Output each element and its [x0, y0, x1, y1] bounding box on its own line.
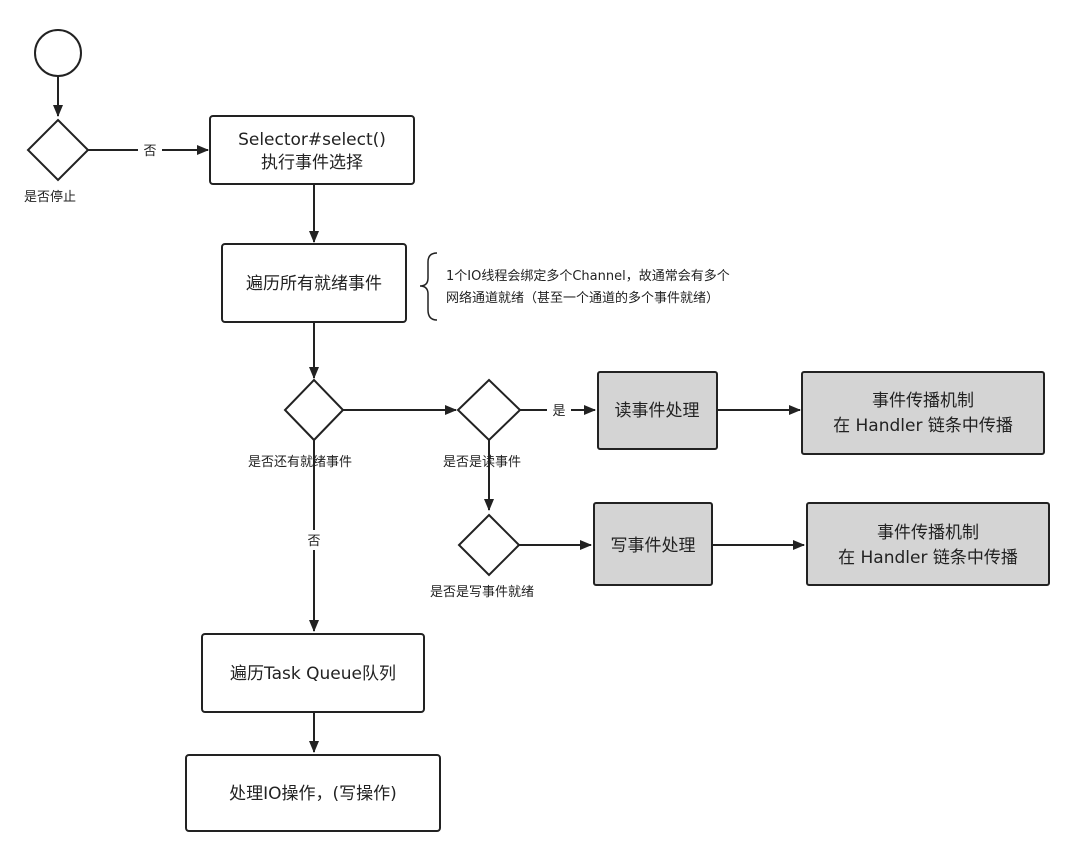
node-write-process	[593, 502, 713, 586]
note-brace	[419, 252, 438, 321]
node-task-queue-text: 遍历Task Queue队列	[230, 664, 396, 684]
edge-label-yes-read-bg	[547, 401, 571, 419]
edge-label-no-select: 否	[143, 144, 156, 159]
decision-stop	[26, 118, 90, 182]
decision-is-read	[456, 378, 522, 442]
node-write-propagate	[806, 502, 1050, 586]
edge-label-yes-read: 是	[552, 404, 565, 419]
decision-is-read-label: 是否是读事件	[443, 455, 521, 470]
note-line1: 1个IO线程会绑定多个Channel，故通常会有多个	[446, 268, 730, 284]
node-write-propagate-line2: 在 Handler 链条中传播	[838, 548, 1018, 568]
node-process-io-text: 处理IO操作，(写操作)	[229, 784, 397, 804]
node-traverse-ready-text: 遍历所有就绪事件	[246, 274, 382, 294]
node-write-propagate-line1: 事件传播机制	[877, 523, 979, 543]
node-select-line1: Selector#select()	[238, 130, 386, 150]
decision-stop-label: 是否停止	[24, 189, 76, 205]
node-process-io	[185, 754, 441, 832]
node-select	[209, 115, 415, 185]
note-line2: 网络通道就绪（甚至一个通道的多个事件就绪）	[446, 290, 719, 306]
edge-label-no-task: 否	[307, 534, 320, 549]
decision-has-ready	[283, 378, 345, 442]
node-read-process-text: 读事件处理	[615, 401, 700, 421]
node-read-propagate-line1: 事件传播机制	[872, 391, 974, 411]
node-read-process	[597, 371, 718, 450]
edge-label-no-select-bg	[138, 141, 162, 159]
edge-label-no-task-bg	[302, 530, 326, 550]
node-read-propagate-line2: 在 Handler 链条中传播	[833, 416, 1013, 436]
decision-is-write	[457, 513, 521, 577]
node-task-queue	[201, 633, 425, 713]
node-read-propagate	[801, 371, 1045, 455]
node-select-line2: 执行事件选择	[261, 153, 363, 173]
decision-is-write-label: 是否是写事件就绪	[430, 585, 534, 600]
node-traverse-ready	[221, 243, 407, 323]
node-write-process-text: 写事件处理	[611, 536, 696, 556]
decision-has-ready-label: 是否还有就绪事件	[248, 455, 352, 470]
start-node	[34, 29, 82, 77]
